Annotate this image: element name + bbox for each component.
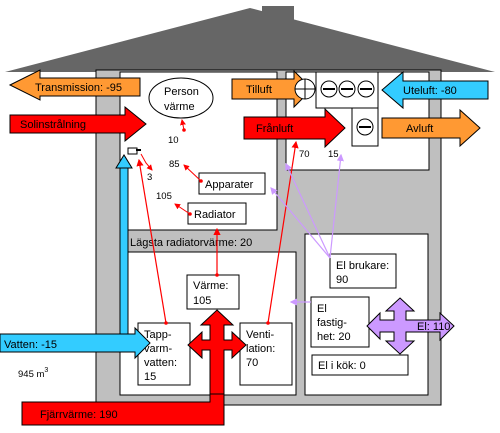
vent-in-value: 70 xyxy=(299,149,310,160)
dhw-label-2: varm- xyxy=(144,343,172,355)
radiator-flow-dot xyxy=(188,212,192,216)
appliances-box xyxy=(198,172,266,195)
tap-flow-line xyxy=(140,153,153,171)
exhaust-unit xyxy=(351,107,379,147)
electricity-cross xyxy=(366,297,455,355)
vent-label-2: lation: xyxy=(246,343,275,355)
person-label: Person xyxy=(164,86,199,98)
heat-label: Värme: xyxy=(193,280,228,292)
radiator-value: 105 xyxy=(156,191,172,202)
dhw-label: Tapp- xyxy=(144,329,172,341)
vent-label-3: 70 xyxy=(246,357,258,369)
radiator-box xyxy=(187,202,247,225)
dhw-label-4: 15 xyxy=(144,371,156,383)
exhaust-air-arrow xyxy=(243,107,346,149)
el-kitchen-label: El i kök: 0 xyxy=(318,360,366,372)
vent-out-value: 15 xyxy=(328,149,339,160)
dhw-label-3: vatten: xyxy=(144,357,177,369)
district-heating-label: Fjärrvärme: 190 xyxy=(40,409,118,421)
radiator-label: Radiator xyxy=(194,209,236,221)
el-user-box xyxy=(329,253,397,289)
el-user-line xyxy=(270,187,331,259)
el-property-box xyxy=(310,296,370,348)
min-radiator-heat-label: Lägsta radiatorvärme: 20 xyxy=(130,237,252,249)
el-user-line-3 xyxy=(329,153,344,259)
vent-supply-dot xyxy=(266,321,270,325)
person-label-2: värme xyxy=(164,101,195,113)
chimney xyxy=(262,6,294,46)
dhw-box xyxy=(137,322,191,386)
solar-label: Solinstrålning xyxy=(20,119,86,131)
person-value: 10 xyxy=(168,135,179,146)
outdoor-air-label: Uteluft: -80 xyxy=(403,85,457,97)
transmission-label: Transmission: -95 xyxy=(35,82,122,94)
el-user-label-2: 90 xyxy=(336,274,348,286)
el-property-label: El xyxy=(317,303,327,315)
water-pipe-arrowhead xyxy=(115,154,133,169)
dhw-supply-dot xyxy=(164,321,168,325)
water-arrow xyxy=(0,326,151,360)
radiator-supply-dot xyxy=(215,273,219,277)
tap-value: 3 xyxy=(147,172,152,183)
appliances-value: 85 xyxy=(169,159,180,170)
el-property-label-3: het: 20 xyxy=(317,331,351,343)
water-volume: 945 m3 xyxy=(18,367,48,380)
electricity-label: El: 110 xyxy=(417,321,450,333)
solar-arrow xyxy=(9,105,147,143)
appliances-flow-dot xyxy=(199,179,203,183)
person-heat-ellipse xyxy=(148,77,214,119)
appliances-label: Apparater xyxy=(205,179,254,191)
exhaust-air-label: Frånluft xyxy=(256,123,293,135)
supply-air-label: Tilluft xyxy=(246,84,272,96)
dhw-supply-line xyxy=(136,158,167,324)
roof xyxy=(5,8,495,72)
el-property-label-2: fastig- xyxy=(317,317,347,329)
vent-supply-line xyxy=(267,140,299,324)
vent-box xyxy=(239,322,293,386)
district-heating-arrow xyxy=(21,393,225,426)
exhaust-out-arrow xyxy=(381,108,481,148)
el-user-line-2 xyxy=(285,162,331,259)
outdoor-air-arrow xyxy=(381,70,489,110)
water-pipe xyxy=(119,161,129,341)
appliances-flow-line xyxy=(183,164,202,182)
heat-label-2: 105 xyxy=(193,295,211,307)
person-flow-dot xyxy=(182,128,186,132)
water-label: Vatten: -15 xyxy=(4,339,57,351)
heat-box xyxy=(186,274,240,310)
radiator-flow-line xyxy=(174,203,191,215)
tap-icon xyxy=(127,147,138,155)
el-kitchen-box xyxy=(311,354,409,376)
exhaust-out-label: Avluft xyxy=(406,123,433,135)
vent-label: Venti- xyxy=(246,329,274,341)
el-user-label: El brukare: xyxy=(336,260,389,272)
transmission-arrow xyxy=(8,69,141,101)
